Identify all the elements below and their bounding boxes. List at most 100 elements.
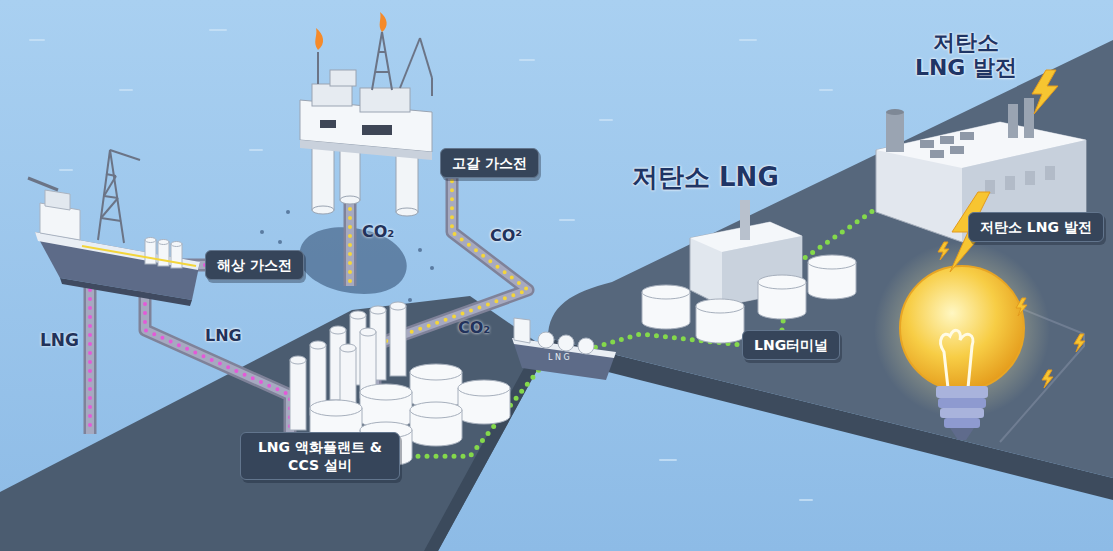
power-plant-part	[886, 98, 1034, 152]
pipe-label: LNG	[205, 326, 242, 345]
power-plant-part	[985, 166, 1055, 194]
tag-text: 저탄소 LNG 발전	[980, 218, 1092, 236]
hull-marking: L N G	[548, 353, 570, 362]
liquefaction-plant-part-part	[390, 306, 406, 376]
section-heading: 저탄소 LNG	[632, 160, 779, 195]
sea-part-part	[210, 29, 226, 31]
power-plant-part-part	[920, 140, 934, 148]
sea-part-part	[60, 169, 72, 171]
liquefaction-plant-part-part	[410, 402, 462, 418]
light-bulb-part	[941, 330, 973, 388]
label-tag: LNG터미널	[742, 330, 840, 360]
depleted-gas-platform-part-part	[340, 148, 360, 200]
right-land	[545, 40, 1113, 500]
liquefaction-plant-part-part	[340, 344, 356, 352]
depleted-gas-platform-part-part	[378, 51, 386, 53]
left-land-part	[0, 296, 548, 551]
depleted-gas-platform-part-part	[420, 38, 432, 78]
left-land	[0, 296, 548, 551]
pipe-label: LNG	[40, 330, 79, 350]
lng-carrier-ship-part	[538, 332, 594, 354]
sea-part-part	[520, 59, 534, 61]
depleted-gas-platform-part-part	[320, 120, 336, 128]
liquefaction-plant-part-part	[310, 341, 326, 349]
right-land-part	[548, 40, 1113, 478]
lng-terminal-part	[740, 200, 750, 240]
flow-dots	[400, 334, 742, 456]
offshore-drilling-ship-part	[28, 178, 58, 190]
lng-riser-pipe-part	[88, 290, 92, 430]
light-bulb-part	[938, 398, 986, 408]
offshore-drilling-ship-part-part	[110, 150, 140, 160]
light-bulb-part	[950, 428, 974, 440]
lng-riser-pipe	[90, 286, 91, 434]
seabed-co2-store-part-part	[418, 248, 422, 252]
lng-carrier-ship-part-part	[538, 332, 554, 348]
depleted-gas-platform-part-part	[362, 125, 392, 135]
depleted-gas-platform-part-part	[317, 52, 319, 84]
lightning-symbols-part	[1074, 334, 1085, 352]
lng-terminal-part-part	[696, 299, 744, 313]
section-title: 저탄소 LNG 발전	[905, 30, 1027, 81]
co2-injection-pipe-part	[348, 200, 352, 282]
lightning-symbols-part	[1016, 298, 1027, 316]
power-plant-part-part	[930, 150, 944, 158]
liquefaction-plant-part-part	[330, 326, 346, 334]
lng-terminal-part-part	[758, 275, 806, 289]
light-bulb	[874, 242, 1084, 442]
liquefaction-plant-part-part	[310, 400, 362, 416]
light-bulb-part	[900, 266, 1024, 390]
co2-injection-pipe-part	[344, 196, 357, 286]
power-plant-part	[920, 132, 974, 158]
lng-carrier-ship	[512, 318, 616, 380]
pipe-label: CO²	[490, 226, 522, 245]
sea-part-part	[820, 89, 832, 91]
pipe-label: CO₂	[458, 318, 490, 337]
offshore-drilling-ship-part-part	[145, 240, 156, 264]
seabed-co2-store-part-part	[260, 230, 264, 234]
tag-text: 해상 가스전	[217, 256, 292, 274]
lng-terminal-part-part	[808, 255, 856, 269]
power-plant-part-part	[1008, 104, 1018, 138]
depleted-gas-platform-part-part	[396, 208, 418, 216]
tag-text: 고갈 가스전	[452, 154, 527, 172]
sea-part-part	[600, 119, 612, 121]
depleted-gas-platform-part	[300, 140, 432, 160]
depleted-gas-platform-part-part	[372, 32, 392, 90]
label-tag: LNG 액화플랜트 & CCS 설비	[240, 432, 400, 480]
pipe-label: CO₂	[362, 222, 394, 241]
offshore-drilling-ship-part	[82, 246, 196, 266]
power-plant-part-part	[950, 146, 964, 154]
sea-part-part	[120, 89, 132, 91]
liquefaction-plant-part-part	[390, 302, 406, 310]
seabed-co2-store-part-part	[278, 240, 282, 244]
depleted-gas-platform-part	[312, 70, 410, 112]
power-plant-part-part	[1024, 98, 1034, 138]
offshore-drilling-ship-part-part	[98, 150, 124, 243]
liquefaction-plant-part-part	[458, 380, 510, 396]
lng-riser-pipe-part	[84, 286, 97, 434]
lightning-symbols-part	[938, 242, 949, 260]
seabed-co2-store-part-part	[430, 266, 434, 270]
power-plant-part-part	[1005, 176, 1015, 190]
lng-terminal	[642, 200, 856, 343]
seabed-co2-store-part-part	[286, 210, 290, 214]
offshore-drilling-ship-part-part	[158, 240, 169, 245]
sea-part-part	[800, 499, 812, 501]
depleted-gas-platform-part-part	[431, 78, 433, 96]
depleted-gas-platform-part-part	[375, 71, 389, 73]
depleted-gas-platform-part-part	[340, 196, 360, 204]
offshore-drilling-ship-part-part	[171, 244, 182, 268]
offshore-drilling-ship-part-part	[158, 242, 169, 266]
depleted-gas-platform-part	[318, 32, 432, 96]
flow-connector	[400, 334, 742, 456]
offshore-drilling-ship-part-part	[104, 196, 118, 198]
power-plant-part-part	[960, 132, 974, 140]
offshore-drilling-ship-part	[60, 278, 192, 306]
depleted-gas-platform-part-part	[330, 70, 356, 86]
liquefaction-plant-part-part	[290, 360, 306, 430]
sea-part-part	[660, 459, 676, 461]
